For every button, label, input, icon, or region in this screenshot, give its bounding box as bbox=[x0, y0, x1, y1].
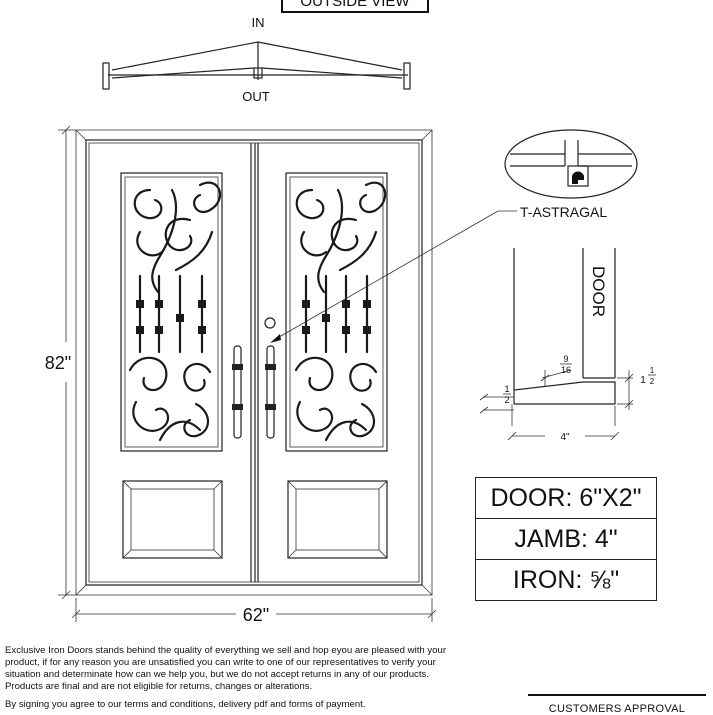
height-dimension: 82" bbox=[45, 125, 76, 600]
disclaimer-line: Products are final and are not eligible … bbox=[5, 681, 313, 692]
height-label: 82" bbox=[45, 353, 71, 373]
view-title-box: OUTSIDE VIEW bbox=[281, 0, 429, 13]
section-door-label: DOOR bbox=[589, 266, 608, 317]
disclaimer-text: Exclusive Iron Doors stands behind the q… bbox=[5, 645, 525, 711]
left-lower-panel bbox=[122, 480, 223, 559]
frac-b-den: 2 bbox=[650, 377, 655, 386]
swing-plan: IN OUT bbox=[102, 15, 411, 104]
swing-out-label: OUT bbox=[242, 89, 270, 104]
frac-b-num: 1 bbox=[650, 366, 655, 375]
disclaimer-line: product, if for any reason you are unsat… bbox=[5, 657, 436, 668]
threshold-width-label: 4" bbox=[560, 432, 570, 443]
spec-iron-suffix: " bbox=[610, 566, 620, 594]
frac-c-num: 1 bbox=[504, 384, 509, 394]
disclaimer-line: Exclusive Iron Doors stands behind the q… bbox=[5, 645, 447, 656]
frac-a-den: 16 bbox=[561, 365, 571, 375]
door-frame bbox=[75, 129, 433, 596]
spec-table: DOOR: 6"X2" JAMB: 4" IRON: ⅝" bbox=[475, 477, 657, 601]
disclaimer-line: situation and determinate how can we hel… bbox=[5, 669, 429, 680]
width-label: 62" bbox=[243, 605, 269, 625]
disclaimer-line: By signing you agree to our terms and co… bbox=[5, 699, 366, 710]
spec-iron: IRON: ⅝" bbox=[476, 560, 656, 600]
spec-door: DOOR: 6"X2" bbox=[476, 478, 656, 519]
frac-b-whole: 1 bbox=[640, 375, 646, 386]
right-glass-panel bbox=[285, 172, 388, 452]
frac-a-num: 9 bbox=[563, 354, 568, 364]
door-handles bbox=[232, 317, 276, 439]
approval-label: CUSTOMERS APPROVAL bbox=[548, 703, 686, 715]
left-glass-panel bbox=[120, 172, 223, 452]
width-dimension: 62" bbox=[71, 598, 437, 625]
customer-approval-signature-line[interactable]: CUSTOMERS APPROVAL bbox=[528, 694, 706, 715]
spec-iron-prefix: IRON: bbox=[512, 566, 590, 594]
view-title: OUTSIDE VIEW bbox=[300, 0, 410, 10]
right-iron-grille bbox=[294, 181, 387, 442]
left-iron-grille bbox=[128, 181, 221, 442]
astragal-label: T-ASTRAGAL bbox=[520, 204, 607, 220]
threshold-section: DOOR 4" 1 2 9 16 1 1 2 bbox=[479, 248, 656, 443]
swing-in-label: IN bbox=[252, 15, 265, 30]
spec-iron-fraction: ⅝ bbox=[589, 566, 611, 594]
astragal-detail: T-ASTRAGAL bbox=[270, 129, 638, 343]
right-lower-panel bbox=[287, 480, 388, 559]
frac-c-den: 2 bbox=[504, 395, 509, 405]
spec-jamb: JAMB: 4" bbox=[476, 519, 656, 560]
